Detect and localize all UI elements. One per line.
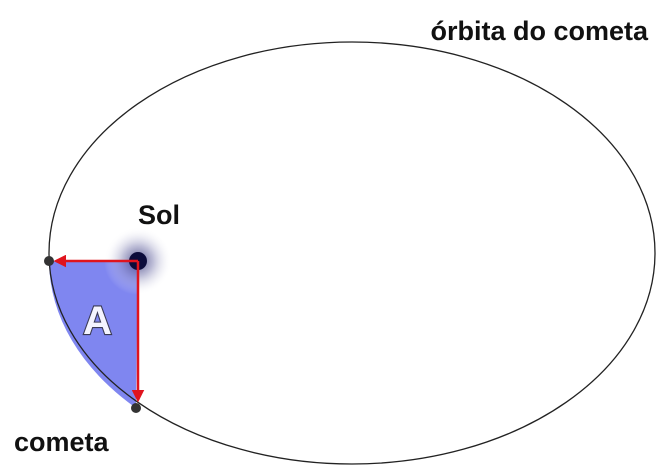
comet-position-1 (44, 256, 54, 266)
comet-orbit (48, 41, 656, 465)
orbit-label: órbita do cometa (430, 16, 649, 46)
swept-area-a (49, 261, 138, 408)
comet-position-2 (131, 403, 141, 413)
sun-label: Sol (138, 200, 180, 230)
area-label: A (83, 299, 112, 343)
comet-label: cometa (14, 427, 110, 457)
